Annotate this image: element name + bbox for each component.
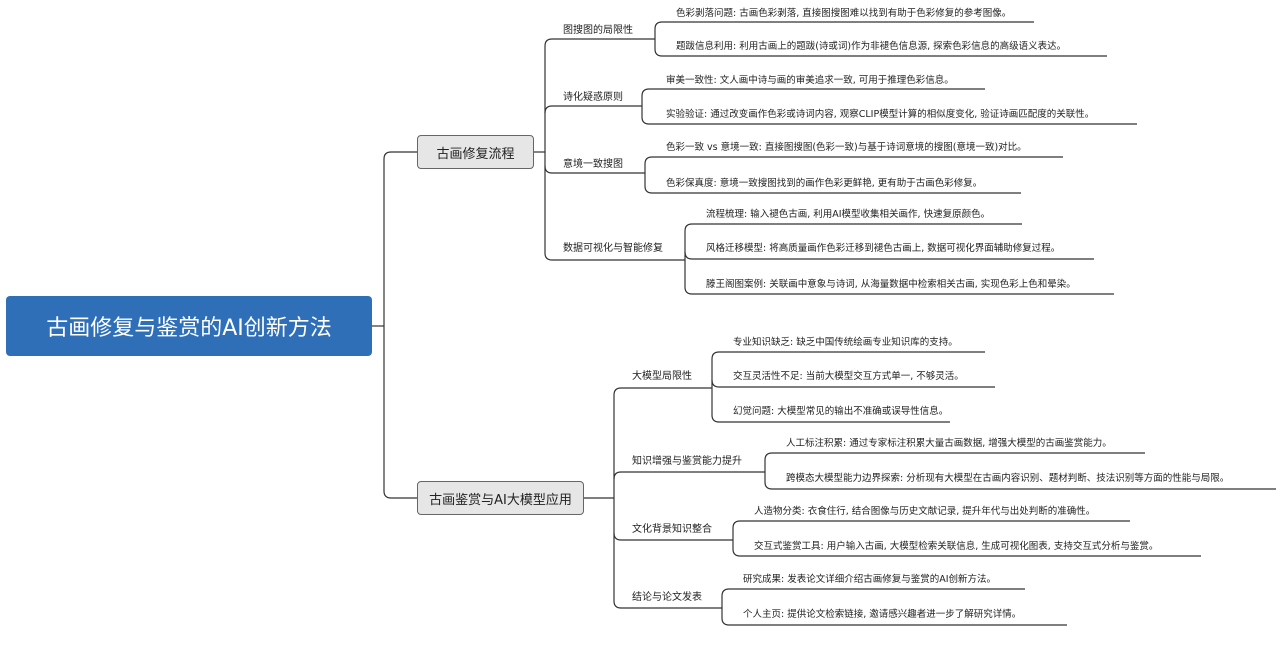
b2s2-bracket-0: [764, 452, 1145, 461]
root-topic[interactable]: 古画修复与鉴赏的AI创新方法: [6, 296, 372, 356]
leaf-crossmodal-boundary[interactable]: 跨模态大模型能力边界探索: 分析现有大模型在古画内容识别、题材判断、技法识别等方…: [786, 473, 1230, 484]
b2s2-bracket-1: [764, 481, 1276, 490]
leaf-low-flexibility[interactable]: 交互灵活性不足: 当前大模型交互方式单一, 不够灵活。: [733, 371, 964, 382]
leaf-aesthetic-consistency[interactable]: 审美一致性: 文人画中诗与画的审美追求一致, 可用于推理色彩信息。: [666, 75, 954, 86]
leaf-color-vs-mood[interactable]: 色彩一致 vs 意境一致: 直接图搜图(色彩一致)与基于诗词意境的搜图(意境一致…: [666, 142, 1027, 153]
leaf-experiment-validation[interactable]: 实验验证: 通过改变画作色彩或诗词内容, 观察CLIP模型计算的相似度变化, 验…: [666, 109, 1095, 120]
topic-conclusion-paper[interactable]: 结论与论文发表: [632, 592, 702, 603]
leaf-workflow[interactable]: 流程梳理: 输入褪色古画, 利用AI模型收集相关画作, 快速复原颜色。: [706, 209, 991, 220]
b1s4-bracket-2: [684, 286, 1114, 295]
b2-bracket-0: [613, 387, 712, 396]
b2s1-bracket-2: [711, 414, 950, 423]
leaf-color-peeling[interactable]: 色彩剥落问题: 古画色彩剥落, 直接图搜图难以找到有助于色彩修复的参考图像。: [676, 8, 1012, 19]
topic-visualization-repair[interactable]: 数据可视化与智能修复: [563, 243, 663, 254]
b1s4-bracket-0: [684, 223, 1022, 232]
branch-appreciation-ai[interactable]: 古画鉴赏与AI大模型应用: [417, 481, 584, 515]
leaf-inscription-use[interactable]: 题跋信息利用: 利用古画上的题跋(诗或词)作为非褪色信息源, 探索色彩信息的高级…: [676, 41, 1067, 52]
leaf-color-fidelity[interactable]: 色彩保真度: 意境一致搜图找到的画作色彩更鲜艳, 更有助于古画色彩修复。: [666, 178, 983, 189]
b2s4-bracket-0: [721, 588, 1025, 597]
topic-knowledge-enhancement[interactable]: 知识增强与鉴赏能力提升: [632, 456, 742, 467]
leaf-research-result[interactable]: 研究成果: 发表论文详细介绍古画修复与鉴赏的AI创新方法。: [743, 574, 997, 585]
b2-bracket-3: [613, 600, 722, 609]
b1s3-bracket-1: [644, 185, 1021, 194]
b2s3-bracket-1: [732, 548, 1201, 557]
leaf-tengwang-case[interactable]: 滕王阁图案例: 关联画中意象与诗词, 从海量数据中检索相关古画, 实现色彩上色和…: [706, 279, 1076, 290]
b2-bracket-1: [613, 471, 765, 480]
topic-mood-search[interactable]: 意境一致搜图: [563, 159, 623, 170]
root-bracket-1: [383, 490, 417, 499]
b1-bracket-3: [544, 252, 685, 261]
leaf-homepage[interactable]: 个人主页: 提供论文检索链接, 邀请感兴趣者进一步了解研究详情。: [743, 609, 1022, 620]
leaf-interactive-tool[interactable]: 交互式鉴赏工具: 用户输入古画, 大模型检索关联信息, 生成可视化图表, 支持交…: [754, 541, 1159, 552]
b1s3-bracket-0: [644, 156, 1063, 165]
leaf-manual-annotation[interactable]: 人工标注积累: 通过专家标注积累大量古画数据, 增强大模型的古画鉴赏能力。: [786, 438, 1112, 449]
branch-restoration-process[interactable]: 古画修复流程: [417, 135, 534, 169]
b1s1-bracket-1: [654, 48, 1107, 57]
topic-model-limits[interactable]: 大模型局限性: [632, 371, 692, 382]
leaf-style-transfer[interactable]: 风格迁移模型: 将高质量画作色彩迁移到褪色古画上, 数据可视化界面辅助修复过程。: [706, 243, 1061, 254]
leaf-lack-knowledge[interactable]: 专业知识缺乏: 缺乏中国传统绘画专业知识库的支持。: [733, 337, 958, 348]
root-bracket-0: [383, 151, 417, 160]
b2s1-bracket-0: [711, 351, 985, 360]
topic-cultural-background[interactable]: 文化背景知识整合: [632, 524, 712, 535]
b2s4-bracket-1: [721, 617, 1067, 626]
leaf-hallucination[interactable]: 幻觉问题: 大模型常见的输出不准确或误导性信息。: [733, 406, 949, 417]
leaf-artifact-classification[interactable]: 人造物分类: 衣食住行, 结合图像与历史文献记录, 提升年代与出处判断的准确性。: [754, 506, 1096, 517]
b1s2-bracket-0: [641, 88, 985, 97]
b1s2-bracket-1: [641, 116, 1137, 125]
b1-bracket-0: [544, 38, 655, 47]
topic-poetic-principle[interactable]: 诗化疑惑原则: [563, 92, 623, 103]
b1s1-bracket-0: [654, 21, 1034, 30]
b1-bracket-1: [544, 105, 642, 114]
b2s3-bracket-0: [732, 520, 1130, 529]
topic-image-search-limits[interactable]: 图搜图的局限性: [563, 25, 633, 36]
